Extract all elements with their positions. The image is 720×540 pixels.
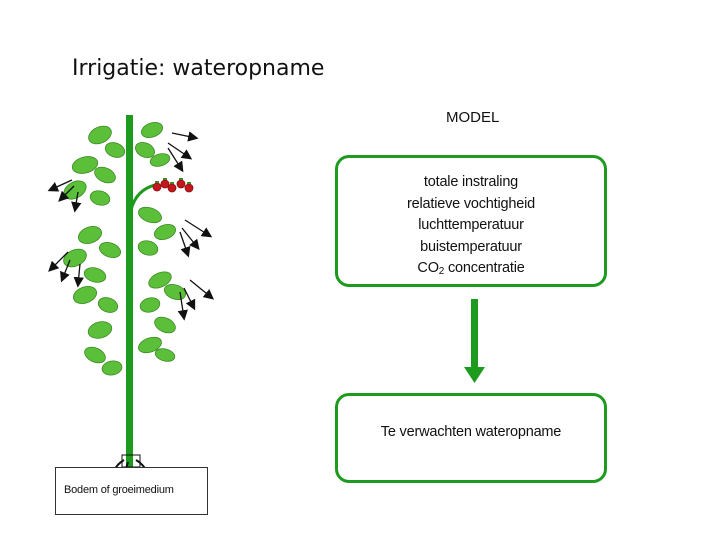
input-radiation: totale instraling [423, 174, 519, 190]
input-pipe-temperature: buistemperatuur [420, 238, 522, 255]
soil-label-box: Bodem of groeimedium [55, 467, 208, 515]
input-air-temperature: luchttemperatuur [418, 217, 524, 233]
input-humidity: relatieve vochtigheid [407, 195, 535, 212]
soil-label: Bodem of groeimedium [64, 484, 174, 496]
model-output-box: Te verwachten wateropname [335, 393, 607, 483]
page-title: Irrigatie: wateropname [72, 56, 325, 81]
co2-suffix: concentratie [444, 260, 525, 276]
input-co2-concentration: CO2 concentratie [338, 258, 604, 283]
transpiration-arrow-icon [47, 131, 215, 321]
down-arrow-icon [464, 299, 485, 383]
co2-prefix: CO [417, 260, 439, 276]
co2-subscript: 2 [438, 266, 445, 277]
plant-icon [47, 115, 215, 493]
output-label: Te verwachten wateropname [380, 424, 562, 440]
model-label: MODEL [446, 109, 500, 126]
model-inputs-box: totale instraling relatieve vochtigheid … [335, 155, 607, 287]
